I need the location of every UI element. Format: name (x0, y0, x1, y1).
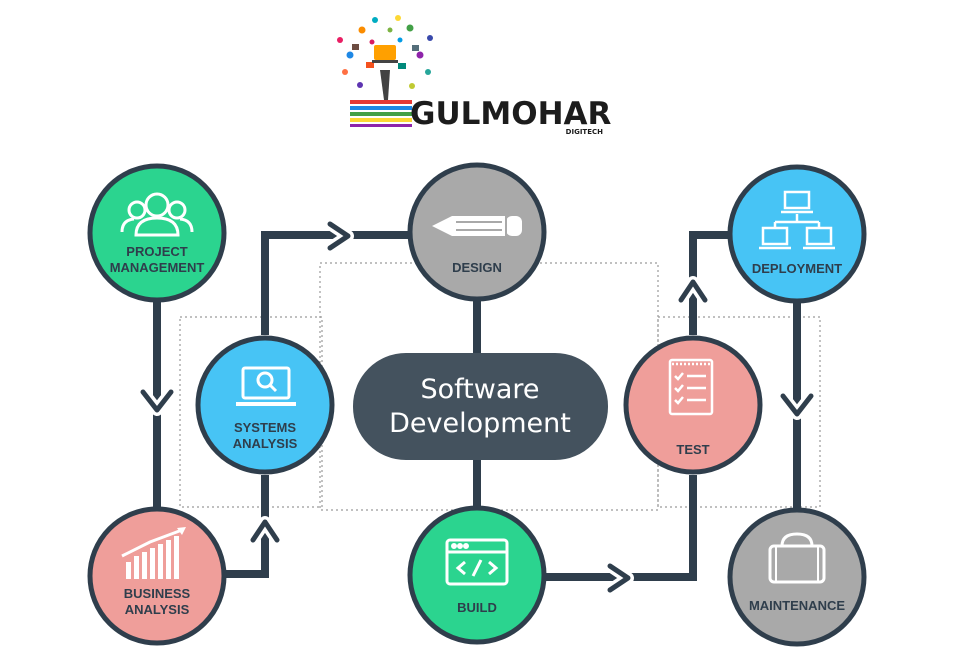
node-label: DESIGN (452, 260, 502, 275)
brand-name: GULMOHAR (410, 96, 612, 132)
node-build: BUILD (407, 505, 547, 645)
node-label-line1: BUSINESS (124, 586, 191, 601)
line-sa-to-design (261, 231, 410, 335)
laptop-search-icon (236, 366, 296, 406)
line-build-to-test (545, 475, 697, 581)
node-project-management: PROJECT MANAGEMENT (87, 163, 227, 303)
node-circle (623, 335, 763, 475)
center-pill-shape (353, 353, 608, 460)
team-icon (120, 192, 194, 237)
node-label: TEST (676, 442, 709, 457)
dotted-guide-right (657, 316, 821, 508)
node-maintenance: MAINTENANCE (727, 507, 867, 647)
node-label-line1: SYSTEMS (234, 420, 296, 435)
node-test: TEST (623, 335, 763, 475)
node-circle (727, 507, 867, 647)
node-circle (87, 506, 227, 646)
code-window-icon (445, 538, 509, 586)
node-circle (87, 163, 227, 303)
logo-tree-emblem (337, 15, 433, 127)
node-label: BUILD (457, 600, 497, 615)
node-label: MAINTENANCE (749, 598, 845, 613)
line-test-to-deployment (689, 231, 740, 335)
node-label-line2: ANALYSIS (233, 436, 298, 451)
connectors (137, 218, 821, 596)
line-ba-to-sa (225, 475, 269, 578)
center-pill: Software Development (353, 353, 608, 460)
brand-tagline: DIGITECH (566, 128, 603, 136)
node-business-analysis: BUSINESS ANALYSIS (87, 506, 227, 646)
checklist-icon (668, 358, 714, 416)
gulmohar-logo: GULMOHAR DIGITECH (337, 15, 612, 136)
node-systems-analysis: SYSTEMS ANALYSIS (195, 335, 335, 475)
node-deployment: DEPLOYMENT (727, 164, 867, 304)
center-title-line1: Software (420, 374, 539, 405)
node-circle (407, 505, 547, 645)
node-label: DEPLOYMENT (752, 261, 842, 276)
node-design: DESIGN (407, 162, 547, 302)
growth-chart-icon (121, 527, 186, 579)
node-circle (727, 164, 867, 304)
center-title-line2: Development (389, 408, 571, 439)
node-label-line2: MANAGEMENT (110, 260, 205, 275)
node-label-line1: PROJECT (126, 244, 187, 259)
pencil-icon (432, 216, 522, 236)
network-icon (759, 190, 835, 250)
node-label-line2: ANALYSIS (125, 602, 190, 617)
toolbox-icon (768, 532, 826, 584)
